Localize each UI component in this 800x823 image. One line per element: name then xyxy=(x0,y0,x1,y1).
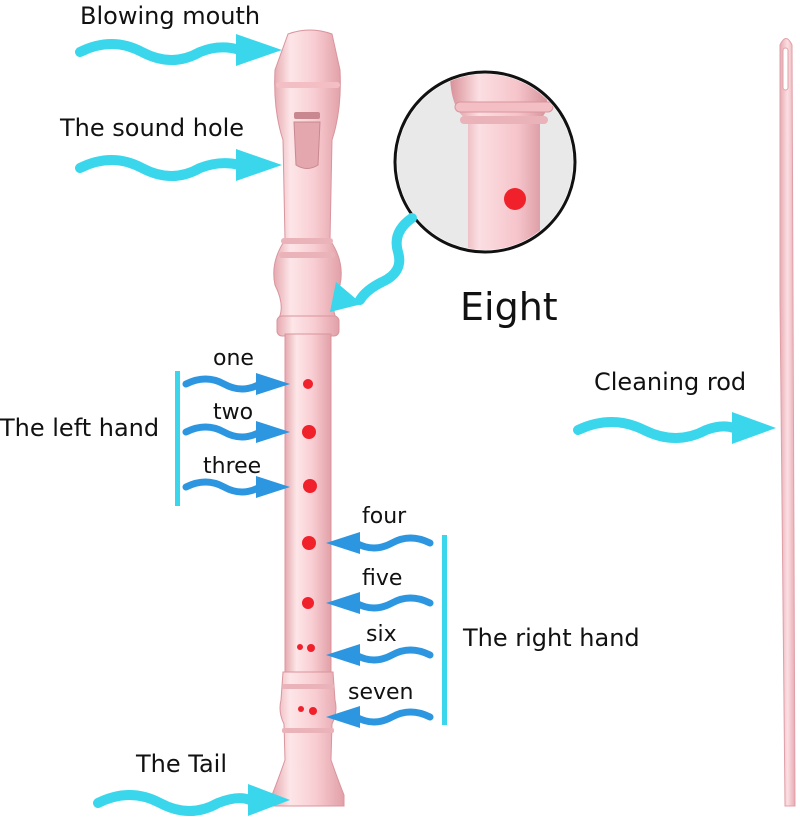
arrow-five xyxy=(326,592,434,614)
hole-five-label: five xyxy=(362,566,403,591)
cyan-arrows xyxy=(75,34,776,816)
sound-hole-window xyxy=(293,121,321,169)
recorder-foot xyxy=(271,671,345,807)
zoom-circle xyxy=(393,70,577,254)
hole-two xyxy=(302,425,316,439)
hole-seven-label: seven xyxy=(348,680,414,705)
arrow-one xyxy=(182,373,290,395)
tail-label: The Tail xyxy=(136,750,227,778)
hole-four xyxy=(302,536,316,550)
hole-six-label: six xyxy=(366,622,397,647)
recorder-joint xyxy=(276,315,340,337)
hole-three-label: three xyxy=(203,454,262,479)
hole-four-label: four xyxy=(362,504,407,529)
blowing-mouth-label: Blowing mouth xyxy=(80,2,261,30)
arrow-four xyxy=(326,532,434,554)
recorder xyxy=(271,29,345,807)
left-hand-bracket xyxy=(175,371,180,506)
hole-seven-a xyxy=(298,706,304,712)
cleaning-rod xyxy=(779,38,796,807)
hole-eight xyxy=(504,188,526,210)
arrow-seven xyxy=(326,706,434,728)
right-hand-bracket xyxy=(442,535,447,725)
arrow-tail xyxy=(93,784,290,816)
arrow-two xyxy=(182,421,290,443)
blue-arrows xyxy=(182,373,434,728)
eight-label: Eight xyxy=(460,285,558,329)
recorder-body xyxy=(284,333,332,675)
hole-three xyxy=(303,479,317,493)
arrow-sound-hole xyxy=(75,149,282,181)
hole-seven-b xyxy=(309,707,317,715)
arrow-blowing-mouth xyxy=(75,34,282,66)
hole-six-b xyxy=(307,644,315,652)
right-hand-label: The right hand xyxy=(463,624,640,652)
arrow-eight xyxy=(330,213,417,312)
hole-six-a xyxy=(297,644,303,650)
arrow-six xyxy=(326,644,434,666)
cleaning-rod-label: Cleaning rod xyxy=(594,368,747,396)
arrow-cleaning-rod xyxy=(573,412,776,444)
sound-hole-label: The sound hole xyxy=(60,114,245,142)
arrow-three xyxy=(182,476,290,498)
hole-five xyxy=(302,597,314,609)
sound-hole-slot xyxy=(294,112,320,119)
hole-two-label: two xyxy=(213,400,254,425)
recorder-head xyxy=(273,29,342,323)
hole-one xyxy=(303,379,313,389)
finger-holes xyxy=(297,379,317,715)
hole-one-label: one xyxy=(213,346,254,371)
left-hand-label: The left hand xyxy=(0,414,160,442)
